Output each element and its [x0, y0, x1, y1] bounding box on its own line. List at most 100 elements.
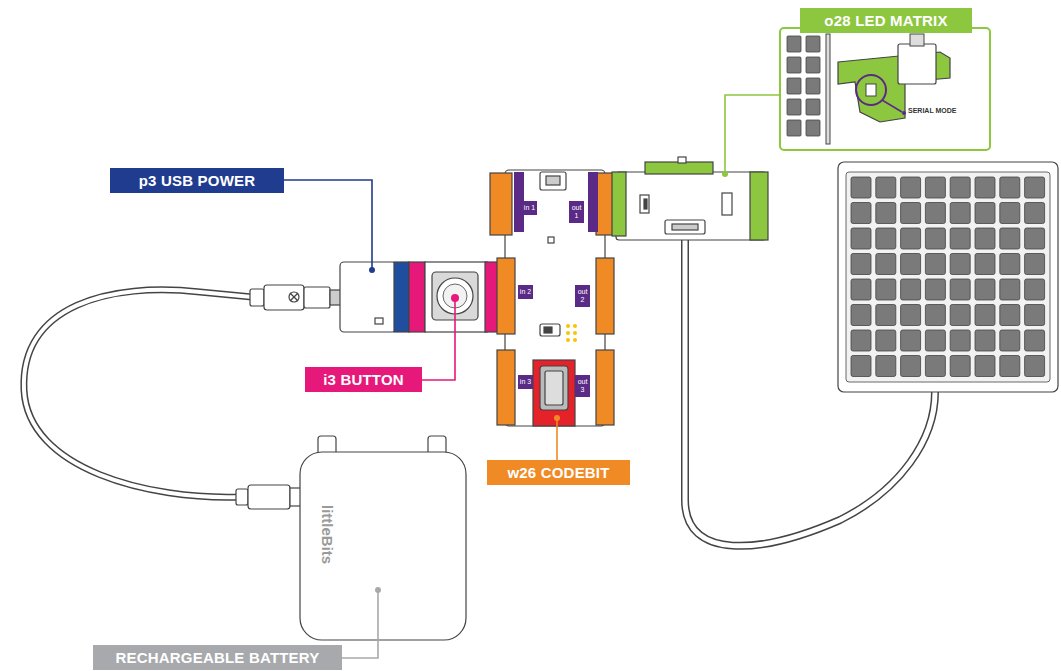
usb-plug	[250, 285, 348, 310]
callout-label: w26 CODEBIT	[497, 463, 620, 482]
rechargeable-battery-part	[300, 452, 466, 640]
codebit-module-part	[566, 324, 577, 342]
codebit-module-part-part	[566, 338, 570, 342]
led-grid-part	[876, 254, 896, 275]
usb-cable	[24, 290, 252, 497]
led-grid-part	[851, 177, 871, 198]
led-grid-part	[1000, 279, 1020, 300]
inset-led-grid	[787, 36, 820, 136]
codebit-module-part	[505, 170, 605, 426]
inset-led-grid-part	[787, 120, 801, 136]
led-grid-part	[1000, 177, 1020, 198]
codebit-module-part	[548, 237, 554, 243]
led-grid-part	[1000, 203, 1020, 224]
led-grid-part	[1025, 254, 1045, 275]
led-grid-part	[925, 356, 945, 377]
led-grid-part	[901, 177, 921, 198]
led-grid-part	[851, 356, 871, 377]
led-grid-part	[925, 305, 945, 326]
usb-power-module	[340, 262, 425, 332]
inset-led-grid-part	[806, 78, 820, 94]
serial-mode-inset-part	[910, 34, 924, 46]
inset-led-grid-part	[806, 120, 820, 136]
leader-lines	[284, 95, 780, 658]
inset-led-grid-part	[806, 57, 820, 73]
led-grid-part	[925, 177, 945, 198]
serial-mode-inset-part	[902, 111, 906, 115]
led-grid-part	[1025, 203, 1045, 224]
leader-lines-part	[722, 171, 728, 177]
led-grid-part	[901, 279, 921, 300]
usb-plug-part	[290, 293, 298, 301]
usb-plug-part	[289, 292, 299, 302]
usb-cable-part	[24, 290, 252, 497]
led-matrix-module-part	[750, 172, 768, 240]
led-grid-part	[975, 330, 995, 351]
led-grid-part	[901, 330, 921, 351]
led-grid-part	[851, 203, 871, 224]
codebit-module-part	[545, 371, 563, 405]
serial-mode-inset-part	[856, 75, 886, 105]
led-grid-part	[876, 305, 896, 326]
codebit-module-part	[588, 172, 598, 232]
serial-mode-inset	[780, 28, 990, 150]
inset-led-grid-part	[787, 78, 801, 94]
led-grid-part	[851, 228, 871, 249]
led-grid-part	[1025, 305, 1045, 326]
codebit-module-part	[596, 350, 614, 425]
led-matrix-module-part	[678, 157, 686, 163]
led-grid-part	[925, 228, 945, 249]
port-label: out 1	[569, 201, 584, 223]
codebit-module-part	[544, 327, 552, 333]
codebit-module-part	[596, 258, 614, 334]
led-matrix-module-part	[612, 172, 626, 236]
usb-plug-part	[250, 289, 264, 306]
port-label: in 2	[518, 285, 533, 299]
led-grid-part	[1000, 228, 1020, 249]
codebit-module-part-part	[573, 324, 577, 328]
led-matrix-module-part	[722, 193, 732, 215]
led-grid-part	[1025, 356, 1045, 377]
led-grid-part	[975, 203, 995, 224]
led-matrix-module	[612, 157, 1058, 546]
leader-lines-part	[725, 95, 780, 172]
leader-lines-part	[342, 592, 378, 658]
callout-box: i3 BUTTON	[305, 367, 422, 392]
codebit-module-part	[490, 173, 512, 235]
led-grid-part	[1025, 228, 1045, 249]
inset-led-grid-part	[787, 99, 801, 115]
leader-lines-part	[554, 415, 560, 421]
codebit-module-part-part	[566, 324, 570, 328]
led-grid-part	[1025, 279, 1045, 300]
led-grid-part	[975, 177, 995, 198]
codebit-module-part	[540, 172, 566, 190]
usb-power-module-part	[375, 318, 383, 324]
led-matrix-module-part	[838, 162, 1058, 392]
serial-mode-inset-part	[866, 84, 876, 96]
codebit-module-part-part	[573, 338, 577, 342]
led-grid-part	[950, 203, 970, 224]
callout-box: p3 USB POWER	[110, 168, 284, 193]
led-grid	[851, 177, 1045, 377]
leader-lines-part	[451, 294, 459, 302]
led-grid-part	[1000, 356, 1020, 377]
callout-label: p3 USB POWER	[120, 171, 274, 190]
codebit-module-part	[497, 350, 515, 425]
led-grid-part	[901, 254, 921, 275]
led-grid-part	[876, 279, 896, 300]
button-module-part	[425, 262, 487, 332]
button-module	[425, 262, 501, 332]
led-matrix-module-part	[640, 195, 649, 213]
callout-box: w26 CODEBIT	[487, 460, 630, 485]
inset-led-grid-part	[806, 99, 820, 115]
led-grid-part	[925, 203, 945, 224]
led-grid-part	[950, 177, 970, 198]
port-label: out 3	[575, 375, 590, 397]
led-grid-part	[851, 330, 871, 351]
callout-label: o28 LED MATRIX	[810, 11, 962, 30]
led-grid-part	[901, 203, 921, 224]
led-matrix-module-part	[672, 224, 698, 230]
inset-led-grid-part	[787, 57, 801, 73]
leader-lines-part	[369, 267, 375, 273]
